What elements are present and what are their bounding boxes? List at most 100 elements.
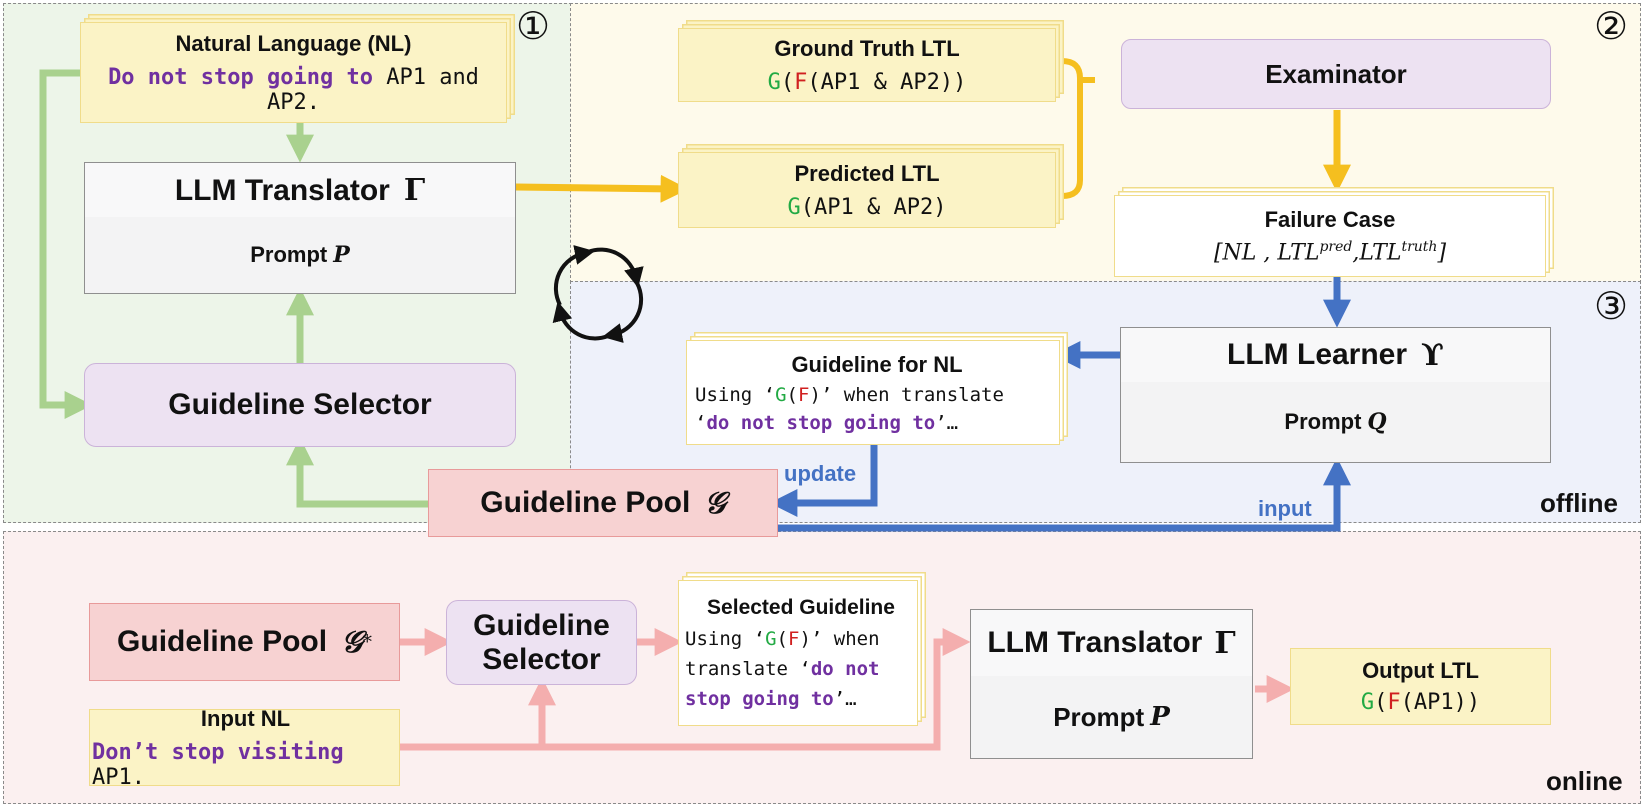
online-translator-title: LLM Translator xyxy=(987,626,1203,659)
online-translator-prompt: Prompt P xyxy=(971,676,1252,758)
out-rest: (AP1)) xyxy=(1400,690,1481,715)
selected-line-2: translate ‘do not xyxy=(685,658,879,680)
failure-truth: truth xyxy=(1401,238,1438,255)
failure-part-2: ,LTL xyxy=(1352,240,1402,266)
translator-prompt-label: Prompt xyxy=(250,242,328,267)
selected-line-3: stop going to’… xyxy=(685,688,857,710)
examinator-title: Examinator xyxy=(1265,58,1407,89)
nl-title: Natural Language (NL) xyxy=(175,30,412,56)
nl-sentence: Do not stop going to AP1 and AP2. xyxy=(81,65,506,115)
translator-symbol: Γ xyxy=(403,173,426,208)
online-translator-prompt-label: Prompt xyxy=(1053,701,1145,732)
sel-kw2: stop going to xyxy=(685,688,834,710)
failure-pred: pred xyxy=(1319,238,1353,255)
input-nl-rest: AP1. xyxy=(92,764,145,790)
input-label: input xyxy=(1258,496,1312,521)
gnl-p1: ( xyxy=(786,383,798,406)
learner-header: LLM Learner ϒ xyxy=(1121,328,1550,383)
gt-f: F xyxy=(794,69,808,95)
gt-open: ( xyxy=(780,69,795,95)
gnl-f: F xyxy=(797,383,810,406)
sel-p2: )’ when xyxy=(799,628,880,650)
gnl-l2b: ’… xyxy=(935,411,959,434)
online-pool-symbol: 𝒢 xyxy=(341,624,363,660)
online-llm-translator-box: LLM Translator Γ Prompt P xyxy=(970,609,1253,759)
guideline-pool-box: Guideline Pool 𝒢 xyxy=(428,469,778,537)
gnl-l1a: Using ‘ xyxy=(695,383,776,406)
input-nl-title: Input NL xyxy=(200,705,291,731)
predicted-title: Predicted LTL xyxy=(794,160,940,186)
guideline-for-nl-box: Guideline for NL Using ‘G(F)’ when trans… xyxy=(686,340,1060,445)
guideline-nl-line-2: ‘do not stop going to’… xyxy=(695,412,958,434)
predicted-formula: G(AP1 & AP2) xyxy=(788,195,947,220)
sel-f: F xyxy=(787,628,800,650)
cycle-icon xyxy=(552,245,644,343)
gnl-kw: do not stop going to xyxy=(706,411,936,434)
update-label: update xyxy=(784,461,857,486)
arrow-translator-to-predicted xyxy=(515,174,689,203)
region-1-number: ① xyxy=(516,4,551,48)
selected-title: Selected Guideline xyxy=(707,596,895,619)
failure-case-box: Failure Case [NL , LTLpred,LTLtruth] xyxy=(1114,195,1546,277)
guideline-selector-box: Guideline Selector xyxy=(84,363,516,447)
arrow-guideline-to-pool xyxy=(769,444,878,517)
online-guideline-selector-box: Guideline Selector xyxy=(446,600,637,685)
learner-prompt-label: Prompt xyxy=(1284,409,1362,434)
learner-prompt: Prompt Q xyxy=(1121,382,1550,462)
online-translator-symbol: Γ xyxy=(1214,625,1236,661)
selected-line-1: Using ‘G(F)’ when xyxy=(685,628,880,650)
selected-guideline-box: Selected Guideline Using ‘G(F)’ when tra… xyxy=(678,580,918,726)
online-label: online xyxy=(1546,766,1623,796)
online-pool-title: Guideline Pool xyxy=(117,625,328,658)
brace-ltl-pair xyxy=(1061,58,1095,199)
arrow-nl-to-selector xyxy=(39,69,93,419)
arrow-input-to-selector xyxy=(400,677,556,751)
failure-close: ] xyxy=(1437,240,1447,266)
ground-truth-title: Ground Truth LTL xyxy=(774,35,960,61)
translator-prompt: Prompt P xyxy=(85,217,515,293)
output-formula: G(F(AP1)) xyxy=(1361,690,1480,715)
natural-language-box: Natural Language (NL) Do not stop going … xyxy=(80,22,507,123)
pool-symbol: 𝒢 xyxy=(704,485,726,521)
sel-p1: ( xyxy=(776,628,788,650)
online-selector-line-2: Selector xyxy=(482,642,601,676)
out-f: F xyxy=(1387,690,1401,715)
online-pool-star: * xyxy=(362,631,372,653)
gt-rest: (AP1 & AP2)) xyxy=(807,69,967,95)
llm-learner-box: LLM Learner ϒ Prompt Q xyxy=(1120,327,1551,463)
offline-label: offline xyxy=(1540,488,1618,518)
translator-title: LLM Translator xyxy=(174,173,390,207)
region-3-number: ③ xyxy=(1594,284,1629,328)
output-title: Output LTL xyxy=(1362,658,1479,683)
online-selector-line-1: Guideline xyxy=(473,608,610,642)
input-nl-box: Input NL Don’t stop visiting AP1. xyxy=(89,705,400,790)
ground-truth-ltl-box: Ground Truth LTL G(F(AP1 & AP2)) xyxy=(678,28,1056,102)
failure-title: Failure Case xyxy=(1264,206,1396,232)
gnl-l2a: ‘ xyxy=(695,411,707,434)
selector-title: Guideline Selector xyxy=(168,388,432,421)
out-open: ( xyxy=(1374,690,1388,715)
sel-l1a: Using ‘ xyxy=(685,628,766,650)
examinator-box: Examinator xyxy=(1121,39,1551,109)
pred-g: G xyxy=(787,194,801,220)
sel-l3b: ’… xyxy=(833,688,857,710)
sel-kw1: do not xyxy=(810,658,880,680)
input-nl-sentence: Don’t stop visiting AP1. xyxy=(92,740,399,790)
online-translator-header: LLM Translator Γ xyxy=(971,610,1252,677)
gnl-g: G xyxy=(775,383,787,406)
guideline-nl-title: Guideline for NL xyxy=(791,351,963,377)
nl-rest: AP1 and AP2. xyxy=(267,64,479,115)
learner-symbol: ϒ xyxy=(1421,337,1444,373)
gnl-p2: )’ when translate xyxy=(809,383,1004,406)
failure-formula: [NL , LTLpred,LTLtruth] xyxy=(1214,239,1446,265)
online-guideline-pool-box: Guideline Pool 𝒢* xyxy=(89,603,400,681)
predicted-ltl-box: Predicted LTL G(AP1 & AP2) xyxy=(678,152,1056,228)
learner-prompt-symbol: Q xyxy=(1367,409,1387,435)
sel-g: G xyxy=(765,628,777,650)
learner-title: LLM Learner xyxy=(1227,338,1408,371)
input-nl-keyword: Don’t stop visiting xyxy=(92,739,344,765)
pred-rest: (AP1 & AP2) xyxy=(800,194,947,220)
translator-header: LLM Translator Γ xyxy=(85,163,515,219)
